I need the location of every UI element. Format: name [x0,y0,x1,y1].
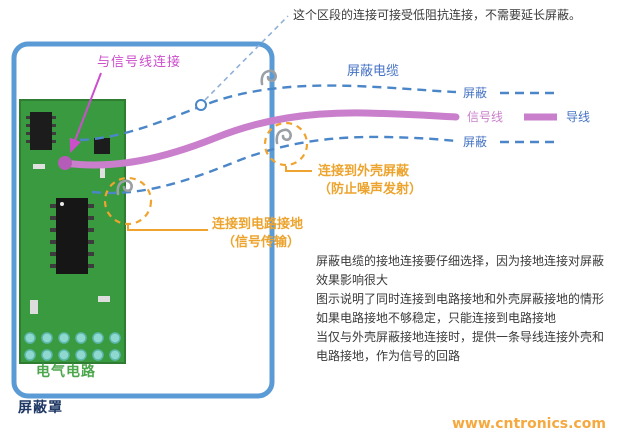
connector-line-enclosure [285,166,312,172]
signal-trace-dot [58,156,72,170]
watermark: www.cntronics.com [452,416,606,432]
ground-hook-icon [275,128,292,145]
solder-pad [30,164,110,314]
shield-line-top [79,84,457,142]
shield-enclosure-outline [11,41,275,399]
label-signal-connect: 与信号线连接 [97,55,182,70]
paragraph-line: 图示说明了同时连接到电路接地和外壳屏蔽接地的情形 [316,292,605,306]
label-electric-circuit: 电气电路 [36,364,96,380]
dip-chip [50,198,94,274]
paragraph-line: 当仅与外壳屏蔽接地连接时，提供一条导线连接外壳和 [316,330,605,344]
enclosure-shield-connection-circle [263,121,309,167]
pcb-board [19,99,126,364]
description-paragraph: 屏蔽电缆的接地连接要仔细选择，因为接地连接对屏蔽 效果影响很大 图示说明了同时连… [316,252,604,366]
pad-row [24,332,121,361]
legend-label-shield-top: 屏蔽 [463,86,488,100]
shield-line-bottom [91,135,457,195]
legend-label-signal: 信号线 [467,110,504,124]
label-connect-enclosure-sub: （防止噪声发射） [318,182,423,197]
ground-hook-icon [116,179,133,196]
paragraph-line: 如果电路接地不够稳定，只能连接到电路接地 [316,311,557,325]
label-shield-cover: 屏蔽罩 [18,400,63,416]
label-connect-enclosure: 连接到外壳屏蔽 [318,164,410,179]
signal-arrow [69,72,102,153]
legend-label-wire: 导线 [566,110,591,124]
ic-chip [26,112,56,150]
signal-line-path [61,109,460,169]
annotation-top: 这个区段的连接可接受低阻抗连接，不需要延长屏蔽。 [293,8,582,22]
label-connect-ground: 连接到电路接地 [212,217,304,232]
circuit-ground-connection-circle [103,176,153,226]
paragraph-line: 屏蔽电缆的接地连接要仔细选择，因为接地连接对屏蔽 [316,254,605,268]
legend-label-shield-bottom: 屏蔽 [463,135,488,149]
ground-hook-icon [260,69,277,86]
paragraph-line: 效果影响很大 [316,273,389,287]
smd-component [94,138,110,154]
label-connect-ground-sub: （信号传输） [222,235,301,250]
label-shield-cable: 屏蔽电缆 [347,64,400,79]
annotation-leader-line [204,15,289,101]
paragraph-line: 电路接地，作为信号的回路 [316,349,461,363]
cable-entry-marker [195,99,207,111]
connector-line-ground [127,225,208,231]
